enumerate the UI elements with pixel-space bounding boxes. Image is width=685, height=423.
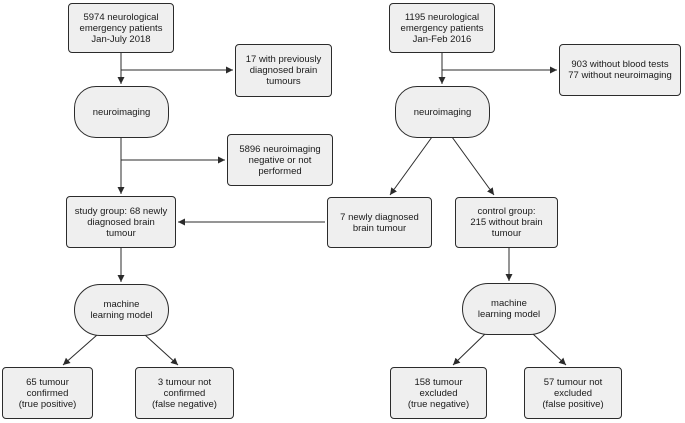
arrow-right-ml-to-true-negative	[452, 333, 486, 366]
left-excluded-node: 17 with previously diagnosed brain tumou…	[235, 44, 332, 97]
arrow-ml-to-false-negative	[144, 334, 179, 366]
arrow-neuroimaging-to-control-group	[451, 136, 495, 196]
left-ml-node: machine learning model	[74, 284, 169, 336]
right-excluded-node: 903 without blood tests 77 without neuro…	[559, 44, 681, 96]
control-group-node: control group: 215 without brain tumour	[455, 197, 558, 248]
false-positive-node: 57 tumour not excluded (false positive)	[524, 367, 622, 419]
arrow-ml-to-true-positive	[62, 334, 98, 366]
left-neuroimaging-node: neuroimaging	[74, 86, 169, 138]
study-group-node: study group: 68 newly diagnosed brain tu…	[66, 196, 176, 248]
right-start-node: 1195 neurological emergency patients Jan…	[389, 3, 495, 53]
arrow-neuroimaging-to-newly-diagnosed	[389, 136, 433, 196]
true-positive-node: 65 tumour confirmed (true positive)	[2, 367, 93, 419]
true-negative-node: 158 tumour excluded (true negative)	[390, 367, 487, 419]
right-ml-node: machine learning model	[462, 283, 556, 335]
left-negative-node: 5896 neuroimaging negative or not perfor…	[227, 134, 333, 186]
right-neuroimaging-node: neuroimaging	[395, 86, 490, 138]
false-negative-node: 3 tumour not confirmed (false negative)	[135, 367, 234, 419]
left-start-node: 5974 neurological emergency patients Jan…	[68, 3, 174, 53]
newly-diagnosed-node: 7 newly diagnosed brain tumour	[327, 197, 432, 248]
arrow-right-ml-to-false-positive	[532, 333, 567, 366]
